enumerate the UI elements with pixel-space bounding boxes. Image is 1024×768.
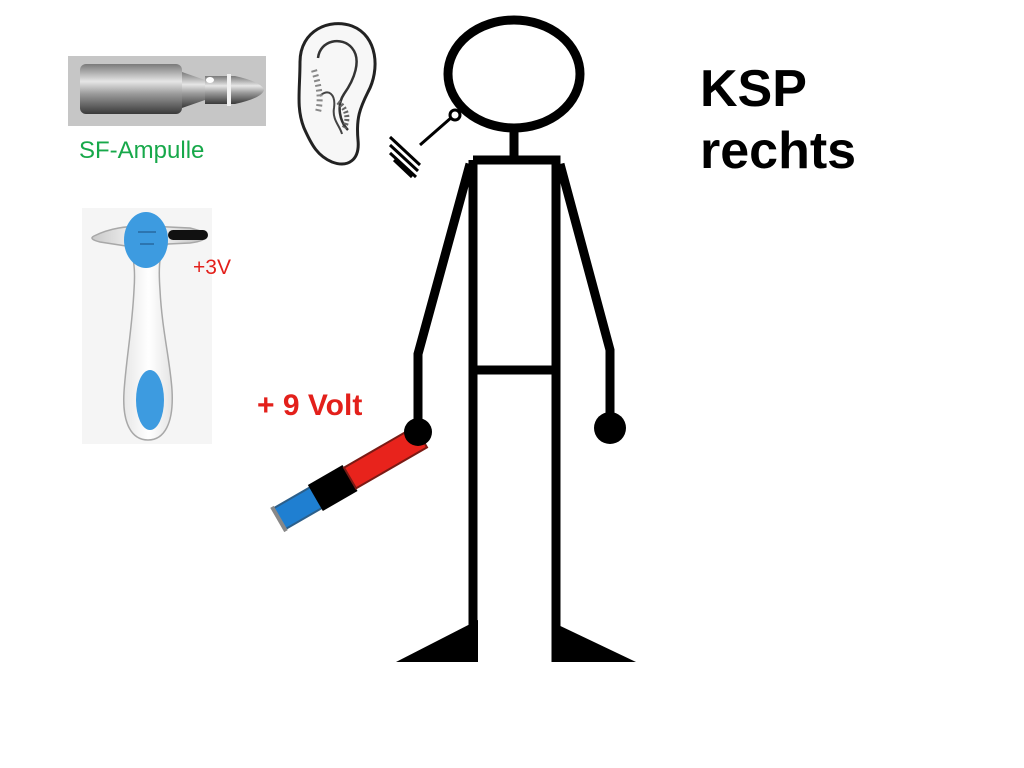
neck-probe-icon — [388, 108, 462, 179]
ear-icon — [297, 22, 377, 166]
stick-figure-icon — [413, 15, 615, 662]
ampulle-label: SF-Ampulle — [79, 137, 205, 164]
tester-device-icon — [82, 208, 212, 444]
device-voltage-label: +3V — [193, 256, 231, 279]
page-title: KSP rechts — [700, 58, 856, 182]
right-hand — [594, 412, 626, 444]
battery-voltage-label: + 9 Volt — [257, 389, 363, 422]
left-foot — [396, 620, 478, 662]
title-line-1: KSP — [700, 60, 807, 118]
battery-icon — [270, 418, 432, 533]
right-foot — [552, 622, 636, 662]
ampoule-photo-icon — [68, 56, 266, 126]
title-line-2: rechts — [700, 122, 857, 180]
